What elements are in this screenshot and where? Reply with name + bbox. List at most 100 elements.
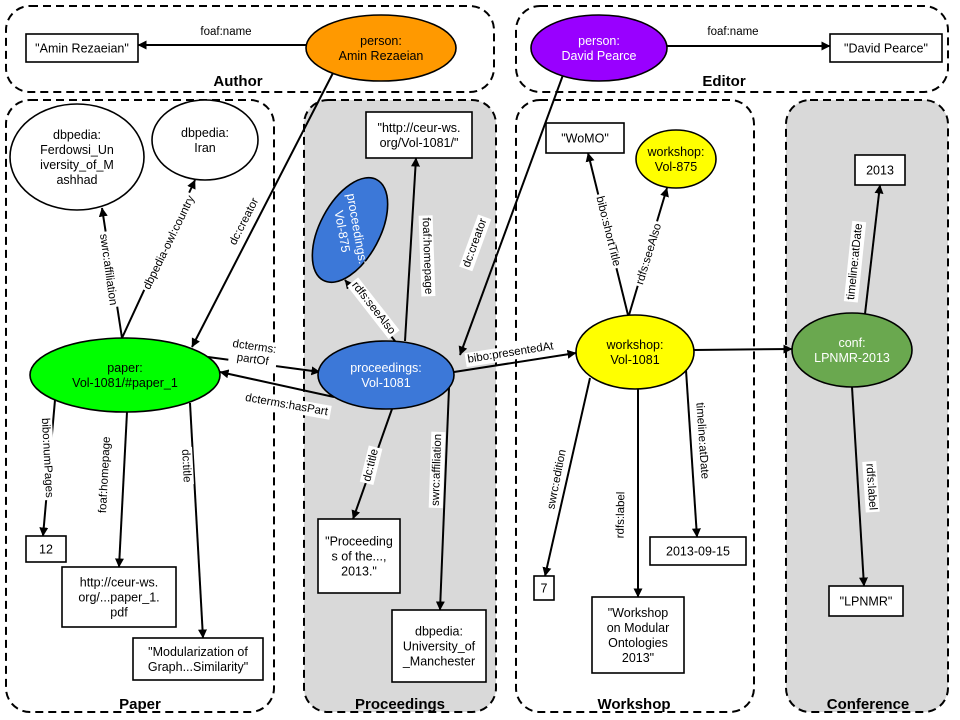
edge-label-background	[459, 214, 492, 272]
node-paper1-line: Vol-1081/#paper_1	[72, 376, 178, 390]
node-manchester-box	[391, 609, 487, 683]
node-lit_ceurvol-line: "http://ceur-ws.	[378, 121, 461, 135]
node-lit_david-line: "David Pearce"	[844, 42, 928, 56]
edge-label-background	[705, 25, 761, 39]
node-lit_pdf-label: http://ceur-ws.org/...paper_1.pdf	[78, 576, 159, 620]
node-lit_7-label: 7	[541, 582, 548, 596]
edge-label-ws1081-to-lit_wsmo: rdfs:label	[613, 489, 629, 541]
node-lit_pdf-line: org/...paper_1.	[78, 591, 159, 605]
node-ferdowsi-line: dbpedia:	[53, 128, 101, 142]
group-workshop-title: Workshop	[597, 696, 670, 713]
edge-label-background	[613, 489, 629, 541]
edge-label-text: foaf:name	[707, 26, 758, 38]
edge-label-background	[862, 461, 880, 513]
edge-label-background	[632, 219, 666, 289]
edge-proc1081-to-paper1	[219, 369, 335, 398]
edge-label-proc1081-to-lit_procs: dc:title	[359, 445, 383, 486]
node-lit_amin-label: "Amin Rezaeian"	[35, 42, 129, 56]
node-ws875: workshop:Vol-875	[635, 129, 717, 189]
group-editor-title: Editor	[702, 73, 745, 90]
edge-label-ws1081-to-lit_date: timeline:atDate	[692, 400, 712, 482]
node-person_david-line: David Pearce	[561, 49, 636, 63]
node-lit_2013-box	[854, 154, 906, 186]
edge-label-paper1-to-lit_12: bibo:numPages	[37, 415, 57, 501]
node-lit_2013-label: 2013	[866, 164, 894, 178]
edge-label-text: foaf:homepage	[97, 436, 113, 513]
node-proc875: proceedings:Vol-875	[311, 176, 389, 284]
node-ferdowsi-line: ashhad	[56, 173, 97, 187]
edge-ws1081-to-lit_7	[542, 377, 591, 577]
node-lit_12-label: 12	[39, 543, 53, 557]
edge-label-proc1081-to-manchester: swrc:affiliation	[428, 431, 446, 509]
node-lit_ceurvol: "http://ceur-ws.org/Vol-1081/"	[365, 111, 473, 159]
node-lit_mod-line: Graph...Similarity"	[148, 660, 248, 674]
edge-proc1081-to-manchester	[435, 387, 450, 611]
edge-person_amin-to-paper1	[191, 72, 334, 348]
node-lit_procs-line: "Proceeding	[325, 535, 393, 549]
node-proc875-ellipse	[311, 176, 389, 284]
edge-proc1081-to-ws1081	[453, 349, 577, 373]
edge-label-line: partOf	[236, 352, 270, 368]
edge-label-text: rdfs:label	[615, 492, 628, 539]
node-lit_procs: "Proceedings of the...,2013."	[317, 518, 401, 594]
node-lit_david-box	[829, 33, 943, 63]
group-proceedings-title: Proceedings	[355, 696, 445, 713]
node-lit_ceurvol-box	[365, 111, 473, 159]
edge-label-proc1081-to-lit_ceurvol: foaf:homepage	[418, 215, 436, 297]
edge-label-text: timeline:atDate	[693, 402, 710, 479]
node-lit_wsmo-line: "Workshop	[608, 606, 669, 620]
group-author-title: Author	[213, 73, 262, 90]
edge-label-text: swrc:affiliation	[430, 434, 445, 506]
node-person_david: person:David Pearce	[530, 14, 668, 82]
edge-label-background	[95, 434, 115, 516]
edge-conf-to-lit_2013	[864, 184, 884, 315]
node-lit_12-box	[25, 535, 67, 563]
edge-conf-to-lit_lpnmr	[851, 386, 868, 587]
edge-label-person_david-to-lit_david: foaf:name	[705, 25, 761, 39]
node-lit_lpnmr: "LPNMR"	[828, 585, 904, 617]
node-lit_ceurvol-line: org/Vol-1081/"	[380, 136, 459, 150]
node-lit_wsmo-line: on Modular	[607, 621, 670, 635]
edge-label-background	[242, 390, 332, 420]
node-person_amin-line: person:	[360, 34, 402, 48]
edge-ws1081-to-lit_date	[685, 369, 701, 538]
node-paper1-ellipse	[29, 337, 221, 413]
node-manchester-line: dbpedia:	[415, 625, 463, 639]
edge-label-background	[428, 431, 446, 509]
node-lit_pdf-box	[61, 566, 177, 628]
node-lit_amin-line: "Amin Rezaeian"	[35, 42, 129, 56]
node-proc1081: proceedings:Vol-1081	[317, 340, 455, 410]
node-manchester-label: dbpedia:University_of_Manchester	[402, 625, 476, 669]
node-lit_wsmo-line: Ontologies	[608, 636, 668, 650]
node-lit_date-label: 2013-09-15	[666, 545, 730, 559]
edge-label-background	[178, 446, 194, 485]
node-lit_mod-line: "Modularization of	[148, 645, 248, 659]
edge-label-text: rdfs:label	[863, 463, 878, 510]
node-lit_amin: "Amin Rezaeian"	[25, 33, 139, 63]
edge-label-paper1-to-lit_mod: dc:title	[178, 446, 194, 485]
node-person_amin: person:Amin Rezaeian	[305, 14, 457, 82]
node-ferdowsi-line: Ferdowsi_Un	[40, 143, 114, 157]
node-person_david-ellipse	[530, 14, 668, 82]
edge-proc1081-to-lit_ceurvol	[404, 157, 420, 342]
edge-label-background	[544, 446, 571, 513]
group-conference-border	[785, 99, 949, 713]
node-lit_amin-box	[25, 33, 139, 63]
node-lit_pdf-line: http://ceur-ws.	[80, 576, 159, 590]
node-iran: dbpedia:Iran	[151, 99, 259, 181]
edge-label-text: foaf:homepage	[420, 217, 435, 294]
node-paper1-label: paper:Vol-1081/#paper_1	[72, 361, 178, 390]
edge-paper1-to-lit_pdf	[114, 411, 128, 568]
edge-label-text: dc:title	[179, 449, 193, 483]
node-person_amin-label: person:Amin Rezaeian	[339, 34, 424, 63]
node-ws1081: workshop:Vol-1081	[575, 314, 695, 390]
node-lit_mod-box	[132, 637, 264, 681]
node-conf: conf:LPNMR-2013	[791, 312, 913, 388]
group-paper-title: Paper	[119, 696, 161, 713]
